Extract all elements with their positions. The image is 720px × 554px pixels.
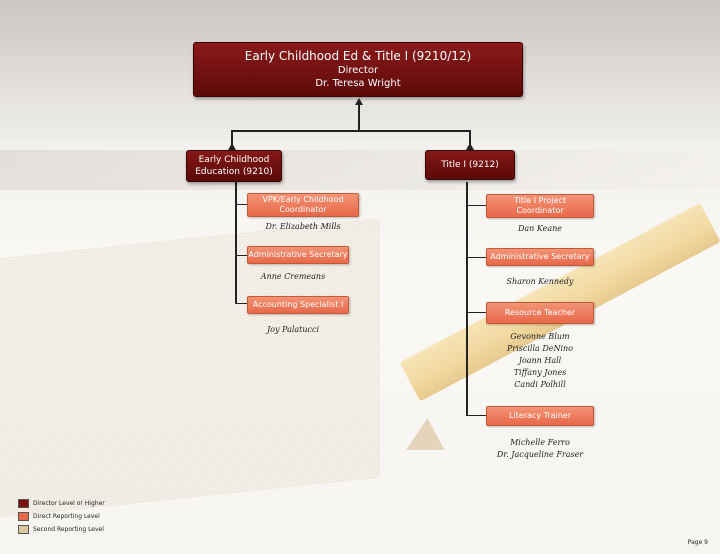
legend-label: Second Reporting Level (33, 526, 104, 533)
legend-swatch (18, 525, 29, 534)
connector-right-tick (466, 415, 486, 416)
person-name: Dan Keane (517, 224, 563, 233)
unit-box: Resource Teacher (486, 302, 594, 324)
unit-box: Administrative Secretary (486, 248, 594, 266)
legend-swatch (18, 499, 29, 508)
person-name: Michelle Ferro (510, 438, 570, 447)
legend-label: Direct Reporting Level (33, 513, 100, 520)
connector-left-tick (235, 204, 247, 205)
unit-label: Literacy Trainer (508, 411, 571, 420)
unit-names: Anne Cremeans (247, 271, 339, 283)
person-name: Anne Cremeans (260, 272, 326, 281)
legend-item: Second Reporting Level (18, 525, 104, 534)
person-name: Candi Polhill (514, 380, 566, 389)
dept-title: Title I (9212) (441, 160, 499, 170)
person-name: Joann Hall (518, 356, 562, 365)
connector-left-tick (235, 255, 247, 256)
unit-label: Accounting Specialist I (252, 300, 344, 309)
unit-label: VPK/Early Childhood Coordinator (262, 195, 344, 214)
dept-title-line: Early Childhood (198, 155, 270, 165)
director-role: Director (337, 65, 379, 76)
person-name: Tiffany Jones (513, 368, 567, 377)
legend-item: Direct Reporting Level (18, 512, 100, 521)
connector-left-tick (235, 303, 247, 304)
connector-director (358, 104, 360, 130)
person-name: Gevonne Blum (510, 332, 570, 341)
page-number: Page 9 (687, 539, 708, 546)
connector-right-dept (469, 130, 471, 150)
arrow-up-icon (355, 98, 363, 105)
unit-names: Dan Keane (486, 223, 594, 235)
unit-names: Joy Palatucci (247, 324, 339, 336)
legend-swatch (18, 512, 29, 521)
person-name: Joy Palatucci (266, 325, 320, 334)
unit-label: Resource Teacher (504, 308, 576, 317)
background-pencil-tip (397, 418, 445, 466)
director-box: Early Childhood Ed & Title I (9210/12) D… (193, 42, 523, 97)
director-title: Early Childhood Ed & Title I (9210/12) (244, 49, 472, 63)
person-name: Dr. Elizabeth Mills (265, 222, 341, 231)
unit-box: Accounting Specialist I (247, 296, 349, 314)
person-name: Dr. Jacqueline Fraser (496, 450, 584, 459)
arrow-up-icon (466, 143, 474, 150)
unit-names: Michelle Ferro Dr. Jacqueline Fraser (486, 437, 594, 461)
legend-item: Director Level or Higher (18, 499, 105, 508)
background-band (0, 150, 720, 190)
unit-box: Title I Project Coordinator (486, 194, 594, 218)
connector-right-tick (466, 205, 486, 206)
connector-right-tick (466, 312, 486, 313)
unit-label: Administrative Secretary (248, 250, 348, 259)
unit-names: Dr. Elizabeth Mills (247, 221, 359, 233)
connector-horizontal (231, 130, 470, 132)
dept-box-title-i: Title I (9212) (425, 150, 515, 180)
unit-box: Literacy Trainer (486, 406, 594, 426)
unit-label: Title I Project Coordinator (514, 196, 566, 215)
unit-label: Administrative Secretary (490, 252, 590, 261)
dept-box-early-childhood: Early Childhood Education (9210) (186, 150, 282, 182)
arrow-up-icon (228, 143, 236, 150)
director-name: Dr. Teresa Wright (315, 78, 401, 89)
connector-left-branch (235, 182, 237, 304)
connector-right-tick (466, 257, 486, 258)
connector-left-dept (231, 130, 233, 150)
person-name: Priscilla DeNino (506, 344, 573, 353)
unit-box: Administrative Secretary (247, 246, 349, 264)
unit-box: VPK/Early Childhood Coordinator (247, 193, 359, 217)
unit-names: Sharon Kennedy (486, 276, 594, 288)
dept-title-line: Education (9210) (195, 167, 273, 177)
connector-right-branch (466, 182, 468, 416)
unit-names: Gevonne Blum Priscilla DeNino Joann Hall… (486, 331, 594, 391)
person-name: Sharon Kennedy (506, 277, 574, 286)
legend-label: Director Level or Higher (33, 500, 105, 507)
